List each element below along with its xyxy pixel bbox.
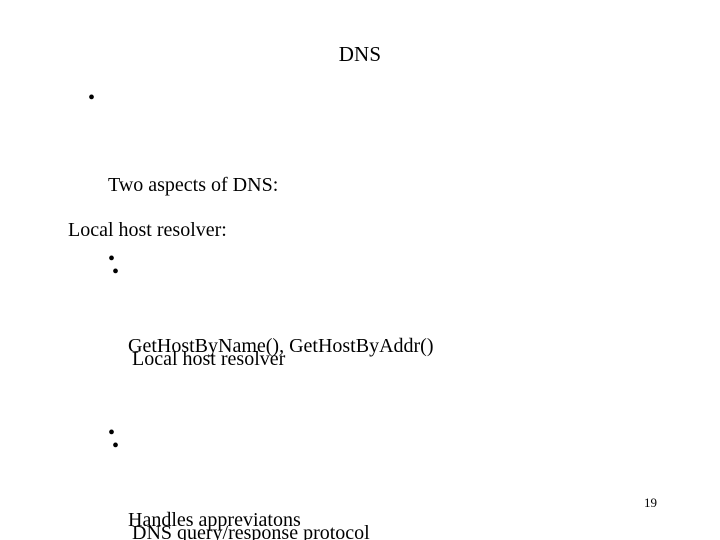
- bullet-dot-icon: •: [88, 87, 96, 109]
- bullet-dot-icon: •: [112, 435, 120, 457]
- bullet-text: Local host resolver: [132, 348, 286, 370]
- bullet-item: • Handles appreviatons: [0, 419, 720, 540]
- bullet-text: DNS query/response protocol: [132, 522, 370, 540]
- page-number: 19: [644, 495, 657, 510]
- bullet-item: • GetHostByName(), GetHostByAddr(): [0, 245, 720, 419]
- section-heading: Local host resolver:: [68, 219, 227, 241]
- bullet-item: • Local host resolver: [0, 258, 720, 432]
- bullet-dot-icon: •: [108, 422, 116, 444]
- bullet-dot-icon: •: [112, 261, 120, 283]
- bullet-item: • Two aspects of DNS:: [0, 84, 720, 258]
- content-section-resolver: Local host resolver: • GetHostByName(), …: [0, 216, 720, 540]
- slide-title: DNS: [338, 42, 382, 66]
- bullet-dot-icon: •: [108, 248, 116, 270]
- bullet-item: • DNS query/response protocol: [0, 432, 720, 540]
- bullet-text: Handles appreviatons: [128, 509, 301, 531]
- content-section-aspects: • Two aspects of DNS: • Local host resol…: [0, 84, 720, 540]
- bullet-text: GetHostByName(), GetHostByAddr(): [128, 335, 434, 357]
- bullet-text: Two aspects of DNS:: [108, 174, 279, 196]
